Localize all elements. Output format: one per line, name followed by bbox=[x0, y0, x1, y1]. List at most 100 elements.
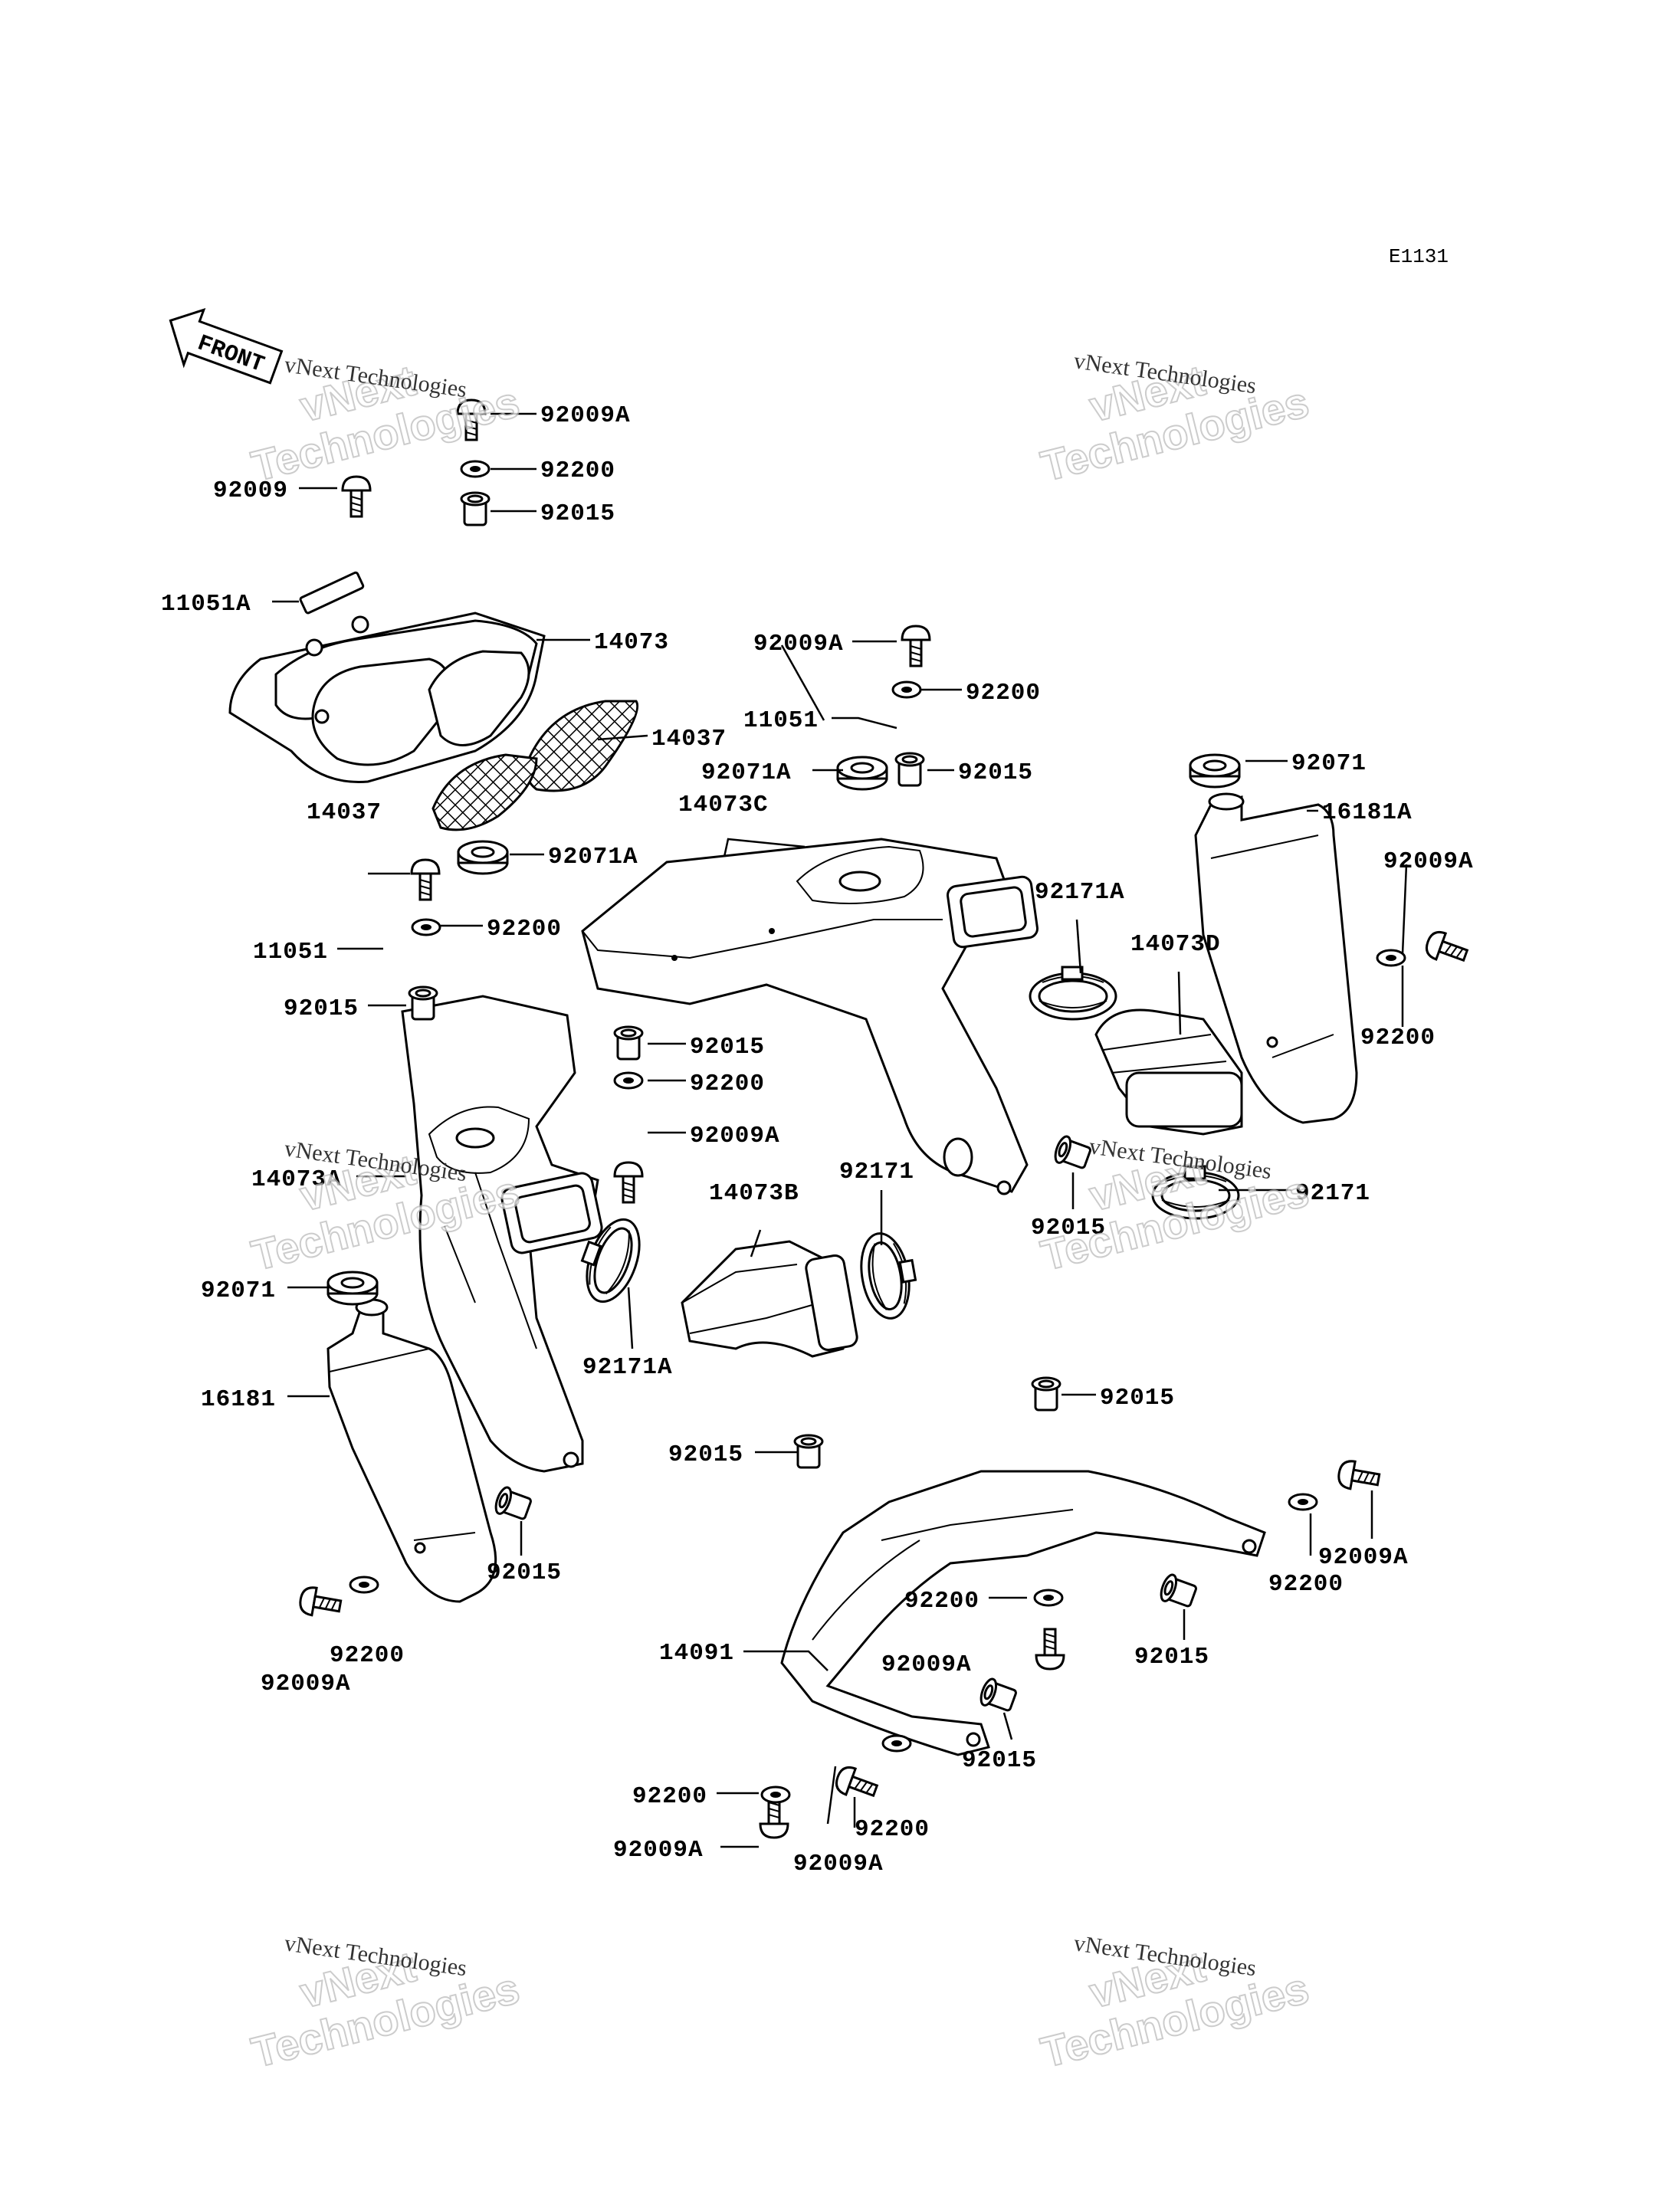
washer-92200-1 bbox=[460, 460, 491, 478]
label-92009-1: 92009 bbox=[213, 477, 288, 504]
leader-lines bbox=[272, 412, 1408, 1848]
label-92171-b: 92171 bbox=[1295, 1180, 1370, 1207]
collar-92015-9 bbox=[1157, 1572, 1199, 1612]
tank-16181a-shape bbox=[1194, 792, 1358, 1124]
duct-14073a-shape bbox=[401, 995, 603, 1473]
label-92015-5: 92015 bbox=[1031, 1215, 1106, 1241]
collar-92015-1 bbox=[460, 491, 491, 526]
label-14073c: 14073C bbox=[678, 792, 769, 818]
clamp-92171a-right bbox=[1029, 966, 1117, 1021]
label-16181: 16181 bbox=[201, 1386, 276, 1413]
label-92200-3: 92200 bbox=[487, 916, 562, 943]
front-arrow-icon: FRONT bbox=[169, 307, 284, 385]
label-92009a-2: 92009A bbox=[753, 631, 844, 657]
collar-92015-10 bbox=[976, 1676, 1019, 1716]
elbow-14073b-shape bbox=[681, 1240, 858, 1358]
label-92015-9: 92015 bbox=[1134, 1644, 1209, 1671]
label-92015-3: 92015 bbox=[284, 995, 359, 1022]
mesh-14037-lower bbox=[431, 753, 538, 831]
bolt-92009a-2 bbox=[901, 625, 931, 667]
label-14073d: 14073D bbox=[1130, 931, 1221, 958]
label-92009a-4: 92009A bbox=[690, 1123, 780, 1149]
label-92171-a: 92171 bbox=[839, 1159, 914, 1185]
label-11051a: 11051A bbox=[161, 591, 251, 618]
mesh-14037-upper bbox=[525, 700, 639, 792]
duct-14073c-shape bbox=[581, 838, 1039, 1195]
label-92015-7: 92015 bbox=[668, 1441, 743, 1468]
grommet-92071-left bbox=[326, 1271, 379, 1306]
label-11051-a: 11051 bbox=[743, 707, 819, 734]
label-92009a-7: 92009A bbox=[881, 1651, 972, 1678]
watermark-bottom-right: vNext Technologies bbox=[1035, 1941, 1314, 2077]
washer-92200-7 bbox=[1288, 1493, 1318, 1511]
collar-92015-6 bbox=[491, 1484, 534, 1524]
label-14073a: 14073A bbox=[251, 1166, 342, 1193]
bolt-92009a-8 bbox=[1035, 1628, 1065, 1671]
collar-92015-3 bbox=[408, 985, 438, 1021]
bolt-92009-1 bbox=[341, 475, 372, 518]
label-92200-7: 92200 bbox=[1268, 1571, 1344, 1598]
label-14037-a: 14037 bbox=[651, 726, 727, 753]
label-92015-10: 92015 bbox=[962, 1747, 1037, 1774]
grommet-92071a-b bbox=[457, 840, 509, 875]
collar-92015-5 bbox=[1051, 1133, 1094, 1173]
label-92009a-5: 92009A bbox=[261, 1671, 351, 1697]
label-92015-1: 92015 bbox=[540, 500, 615, 527]
washer-92200-8 bbox=[1033, 1589, 1064, 1607]
washer-92200-9 bbox=[881, 1734, 912, 1753]
label-92009a-9: 92009A bbox=[793, 1851, 884, 1877]
collar-92015-2 bbox=[894, 752, 925, 787]
bolt-92009a-5 bbox=[1422, 927, 1472, 970]
label-92071-a: 92071 bbox=[1291, 750, 1367, 777]
bolt-92009a-10 bbox=[759, 1796, 789, 1839]
guard-14091-shape bbox=[780, 1470, 1266, 1756]
washer-92200-10 bbox=[760, 1785, 791, 1804]
washer-92200-5 bbox=[1376, 949, 1406, 967]
label-92200-4: 92200 bbox=[690, 1071, 765, 1097]
label-92071a-b: 92071A bbox=[548, 844, 638, 871]
washer-92200-4 bbox=[613, 1071, 644, 1090]
label-14073: 14073 bbox=[594, 629, 669, 656]
bolt-92009a-6 bbox=[297, 1584, 344, 1622]
elbow-14073d-shape bbox=[1094, 1008, 1243, 1136]
bolt-92009a-4 bbox=[613, 1161, 644, 1204]
grommet-92071a-a bbox=[836, 756, 888, 791]
label-92009a-1: 92009A bbox=[540, 402, 631, 429]
label-92200-1: 92200 bbox=[540, 457, 615, 484]
washer-92200-2 bbox=[891, 680, 922, 699]
bolt-92009a-3 bbox=[410, 858, 441, 901]
label-92200-9: 92200 bbox=[632, 1783, 707, 1810]
collar-92015-4 bbox=[613, 1025, 644, 1061]
label-14073b: 14073B bbox=[709, 1180, 799, 1207]
label-14037-b: 14037 bbox=[307, 799, 382, 826]
duct-14073-shape bbox=[228, 571, 546, 783]
label-92200-10: 92200 bbox=[855, 1816, 930, 1843]
label-92009a-8: 92009A bbox=[613, 1837, 704, 1864]
collar-92015-7 bbox=[1031, 1376, 1061, 1412]
label-14091: 14091 bbox=[659, 1640, 734, 1667]
tank-16181-shape bbox=[326, 1298, 497, 1603]
label-11051-b: 11051 bbox=[253, 939, 328, 966]
label-92200-8: 92200 bbox=[904, 1588, 979, 1615]
watermark-top-right: vNext Technologies bbox=[1035, 355, 1314, 491]
label-92015-8: 92015 bbox=[487, 1559, 562, 1586]
label-92200-5: 92200 bbox=[1360, 1025, 1436, 1051]
part-labels: 92009A 92200 92015 92009 11051A 14073 14… bbox=[161, 402, 1474, 1877]
label-92071a-a: 92071A bbox=[701, 759, 792, 786]
label-92171a-b: 92171A bbox=[582, 1354, 673, 1381]
label-92200-2: 92200 bbox=[966, 680, 1041, 707]
label-92171a-a: 92171A bbox=[1035, 879, 1125, 906]
bolt-92009a-9 bbox=[832, 1763, 881, 1805]
washer-92200-6 bbox=[349, 1576, 379, 1594]
label-16181a: 16181A bbox=[1322, 799, 1413, 826]
grommet-92071-right bbox=[1189, 753, 1241, 789]
clamp-92171-center bbox=[854, 1227, 923, 1323]
diagram-code: E1131 bbox=[1389, 245, 1449, 268]
label-92200-6: 92200 bbox=[330, 1642, 405, 1669]
label-92015-4: 92015 bbox=[690, 1034, 765, 1061]
label-92015-6: 92015 bbox=[1100, 1385, 1175, 1412]
label-92009a-6: 92009A bbox=[1318, 1544, 1409, 1571]
bolt-92009a-7 bbox=[1335, 1458, 1383, 1495]
label-92009a-3: 92009A bbox=[1383, 848, 1474, 875]
watermark-bottom-left: vNext Technologies bbox=[246, 1941, 524, 2077]
